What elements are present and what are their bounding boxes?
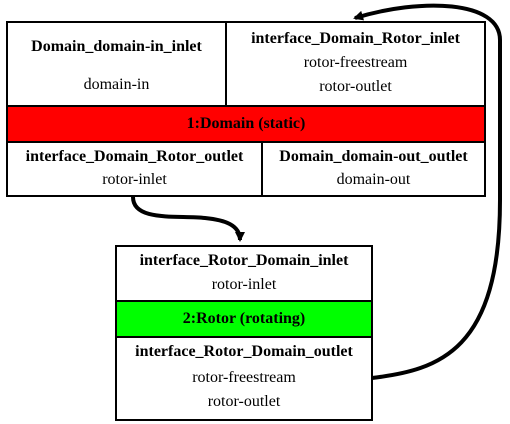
edge-domain-outlet-to-rotor-inlet [131,196,245,242]
rotor-title-band: 2:Rotor (rotating) [117,302,371,336]
divider [8,105,484,107]
divider [117,336,371,338]
domain-inlet-interface-rotor: interface_Domain_Rotor_inlet rotor-frees… [227,23,484,106]
port-item: rotor-inlet [211,276,277,293]
port-item: rotor-freestream [303,54,408,71]
rotor-outlet-interface-domain: interface_Rotor_Domain_outlet rotor-free… [117,338,371,419]
edge-rotor-outlet-to-domain-inlet [353,3,502,380]
divider [261,143,263,195]
rotor-title: 2:Rotor (rotating) [182,310,306,327]
port-item: rotor-outlet [207,393,281,410]
port-name: Domain_domain-out_outlet [279,148,468,165]
port-name: Domain_domain-in_inlet [31,38,202,55]
port-item: rotor-outlet [319,78,392,95]
divider [8,141,484,143]
divider [117,300,371,302]
port-item: rotor-freestream [192,369,296,386]
port-name: interface_Domain_Rotor_outlet [25,148,244,165]
domain-outlet-domain-out: Domain_domain-out_outlet domain-out [263,143,484,195]
domain-title: 1:Domain (static) [186,115,306,132]
domain-node: Domain_domain-in_inlet domain-in interfa… [6,21,486,197]
port-name: interface_Rotor_Domain_outlet [135,343,353,360]
port-item: rotor-inlet [102,171,167,188]
rotor-inlet-interface-domain: interface_Rotor_Domain_inlet rotor-inlet [117,247,371,299]
port-name: interface_Rotor_Domain_inlet [139,252,349,269]
rotor-node: interface_Rotor_Domain_inlet rotor-inlet… [115,245,373,421]
port-name: interface_Domain_Rotor_inlet [251,30,460,47]
domain-inlet-domain-in: Domain_domain-in_inlet domain-in [8,23,225,106]
divider [225,23,227,106]
domain-title-band: 1:Domain (static) [8,107,484,141]
port-item: domain-out [336,171,411,188]
domain-outlet-interface-rotor: interface_Domain_Rotor_outlet rotor-inle… [8,143,261,195]
port-item: domain-in [83,76,150,93]
